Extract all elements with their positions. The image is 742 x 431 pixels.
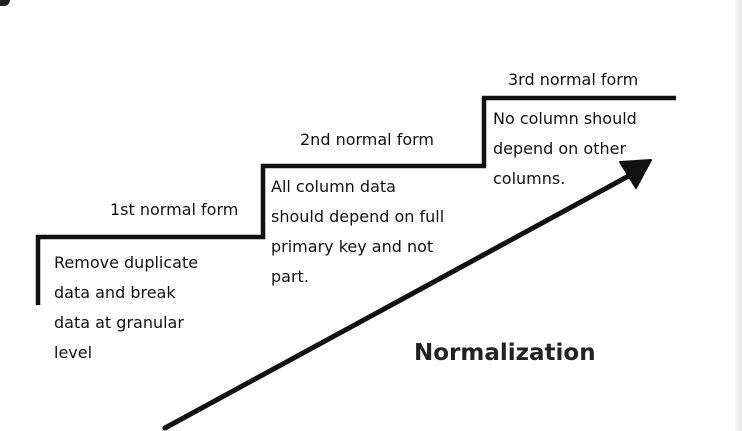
step-3-line: No column should — [493, 109, 637, 128]
progress-arrow-shaft — [162, 169, 639, 431]
staircase-line — [35, 95, 676, 305]
step-3-line: depend on other — [493, 139, 627, 158]
step-3-description: No column should depend on other columns… — [493, 104, 637, 194]
step-3-title: 3rd normal form — [508, 70, 639, 89]
step-2-description: All column data should depend on full pr… — [271, 172, 444, 292]
step-2-title: 2nd normal form — [300, 130, 435, 149]
step-1-line: level — [54, 343, 93, 362]
scroll-edge — [735, 0, 742, 431]
step-2-line: All column data — [271, 177, 396, 196]
step-1-line: data at granular — [54, 313, 184, 332]
diagram-title: Normalization — [414, 340, 596, 366]
step-1-line: data and break — [54, 283, 176, 302]
step-1-line: Remove duplicate — [54, 253, 199, 272]
progress-arrow-head — [619, 159, 652, 189]
step-2-line: primary key and not — [271, 237, 434, 256]
step-1-title: 1st normal form — [110, 200, 239, 219]
step-2-line: part. — [271, 267, 309, 286]
step-2-line: should depend on full — [271, 207, 445, 226]
step-3-line: columns. — [493, 169, 566, 188]
page-edge-mark — [0, 0, 10, 6]
step-1-description: Remove duplicate data and break data at … — [54, 248, 198, 368]
